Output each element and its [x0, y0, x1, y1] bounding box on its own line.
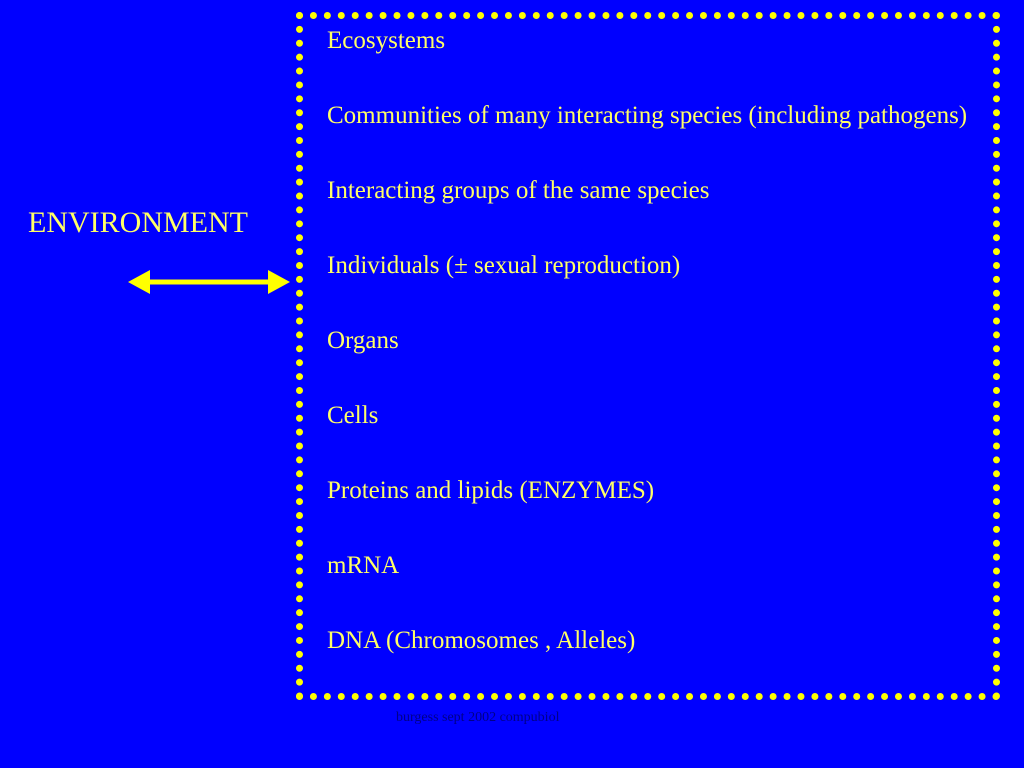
- double-headed-arrow-icon: [128, 270, 290, 294]
- level-organs: Organs: [327, 327, 399, 354]
- level-dna: DNA (Chromosomes , Alleles): [327, 627, 636, 654]
- level-communities: Communities of many interacting species …: [327, 102, 968, 129]
- levels-dotted-box: [296, 12, 1000, 700]
- level-same-species-groups: Interacting groups of the same species: [327, 177, 710, 204]
- level-cells: Cells: [327, 402, 379, 429]
- environment-label: ENVIRONMENT: [28, 206, 248, 239]
- level-mrna: mRNA: [327, 552, 400, 579]
- organization-levels-list: Ecosystems Communities of many interacti…: [327, 22, 995, 660]
- level-proteins-lipids: Proteins and lipids (ENZYMES): [327, 477, 655, 504]
- footer-credit: burgess sept 2002 compubiol: [396, 710, 560, 725]
- level-individuals: Individuals (± sexual reproduction): [327, 252, 681, 279]
- level-ecosystems: Ecosystems: [327, 27, 446, 54]
